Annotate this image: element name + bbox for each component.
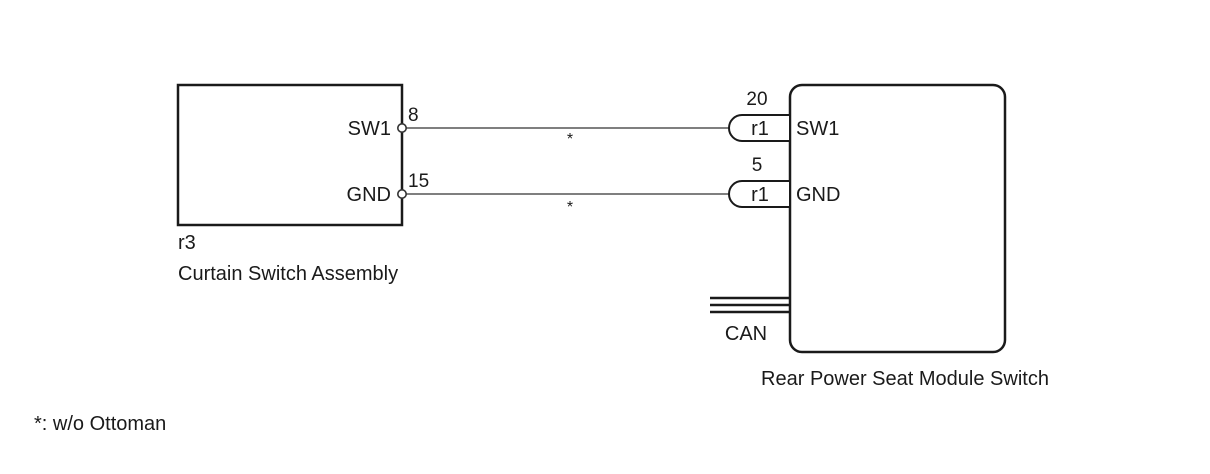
left-terminal-sw1-label: SW1: [348, 118, 391, 140]
right-pin-gnd: 5: [752, 155, 763, 176]
terminal-sw1-left: [396, 123, 407, 134]
curtain-switch-name: Curtain Switch Assembly: [178, 263, 398, 285]
can-bus-label: CAN: [725, 323, 767, 345]
right-pin-sw1: 20: [746, 89, 767, 110]
rear-power-seat-module-switch-name: Rear Power Seat Module Switch: [761, 368, 1049, 390]
right-terminal-gnd-label: GND: [796, 184, 840, 206]
curtain-switch-assembly-box: [176, 83, 404, 227]
terminal-gnd-left: [396, 189, 407, 200]
connector-gnd-label: r1: [751, 184, 769, 206]
rear-power-seat-module-switch-box: [788, 83, 1007, 354]
footnote: *: w/o Ottoman: [34, 413, 166, 435]
connector-r1-gnd: [728, 180, 791, 208]
wire-sw1-note-mark: *: [567, 131, 573, 148]
right-terminal-sw1-label: SW1: [796, 118, 839, 140]
connector-r1-sw1: [728, 114, 791, 142]
curtain-switch-ref: r3: [178, 232, 196, 254]
left-pin-sw1: 8: [408, 105, 419, 126]
left-pin-gnd: 15: [408, 171, 429, 192]
wire-gnd-note-mark: *: [567, 199, 573, 216]
connector-sw1-label: r1: [751, 118, 769, 140]
left-terminal-gnd-label: GND: [347, 184, 391, 206]
